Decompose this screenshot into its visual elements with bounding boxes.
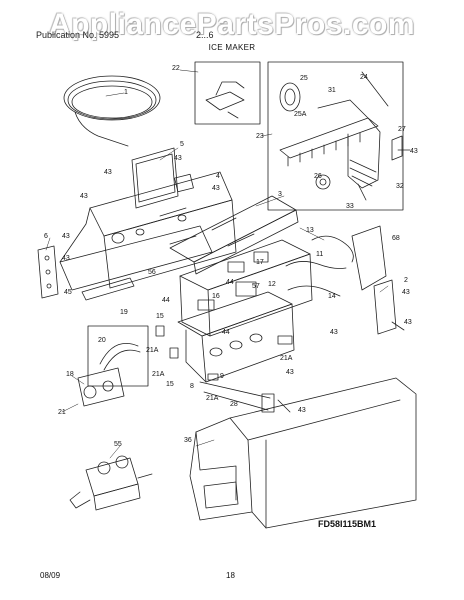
callout-label: 20: [98, 337, 106, 344]
callout-label: 21A: [152, 371, 165, 378]
leader-lines: [45, 69, 389, 459]
callout-label: 26: [314, 173, 322, 180]
auger-tray-assembly: [177, 291, 295, 383]
callout-label: 43: [410, 148, 418, 155]
callout-label: 13: [306, 227, 314, 234]
motor-detail-box: [87, 325, 149, 387]
callout-label: 43: [104, 169, 112, 176]
callout-label: 25A: [294, 111, 307, 118]
model-range: 2...6: [196, 30, 214, 40]
callout-label: 43: [402, 289, 410, 296]
ice-maker-assembly-box: [267, 61, 404, 211]
callout-label: 15: [156, 313, 164, 320]
ice-maker-housing: [179, 239, 313, 337]
callout-label: 33: [346, 203, 354, 210]
trim-strip: [81, 277, 135, 301]
upper-housing-frame: [59, 171, 237, 291]
callout-label: 43: [62, 233, 70, 240]
callout-label: 3: [278, 191, 282, 198]
callout-label: 21A: [280, 355, 293, 362]
publication-number: Publication No. 5995: [36, 30, 120, 40]
callout-label: 4: [216, 173, 220, 180]
diagram-title: ICE MAKER: [208, 43, 256, 52]
water-valve: [69, 455, 153, 511]
watermark-logo: AppliancePartsPros.com: [48, 8, 416, 41]
right-bracket: [373, 279, 397, 335]
callout-label: 32: [396, 183, 404, 190]
callout-label: 56: [148, 269, 156, 276]
callout-label: 12: [268, 281, 276, 288]
wire-harness-box: [194, 61, 261, 125]
callout-label: 6: [44, 233, 48, 240]
callout-label: 44: [162, 297, 170, 304]
rod-shaft: [199, 381, 275, 413]
callout-label: 9: [220, 373, 224, 380]
callout-label: 15: [166, 381, 174, 388]
page-number: 18: [226, 571, 235, 580]
callout-label: 16: [212, 293, 220, 300]
callout-label: 31: [328, 87, 336, 94]
callout-labels: 1 22 25 24 31 25A 23 27 43 26 32 33 5 43…: [44, 65, 418, 448]
callout-label: 11: [316, 251, 323, 258]
callout-label: 36: [184, 437, 192, 444]
ice-bucket: [189, 377, 417, 529]
callout-label: 43: [298, 407, 306, 414]
callout-label: 43: [174, 155, 182, 162]
callout-label: 43: [404, 319, 412, 326]
top-plate: [169, 195, 299, 275]
callout-label: 21A: [206, 395, 219, 402]
wire-harnesses: [285, 235, 354, 297]
callout-label: 43: [62, 255, 70, 262]
water-tube-coil: [63, 75, 161, 147]
side-bracket: [37, 245, 59, 299]
callout-label: 57: [252, 283, 260, 290]
side-cover: [351, 225, 387, 291]
callout-label: 5: [180, 141, 184, 148]
callout-label: 43: [80, 193, 88, 200]
callout-label: 14: [328, 293, 336, 300]
callout-label: 43: [212, 185, 220, 192]
callout-label: 43: [330, 329, 338, 336]
mounting-clip: [391, 135, 403, 161]
callout-label: 1: [124, 89, 128, 96]
callout-label: 55: [114, 441, 122, 448]
callout-label: 44: [222, 329, 230, 336]
callout-label: 28: [230, 401, 238, 408]
footer-date: 08/09: [40, 571, 61, 580]
cover-panel: [131, 147, 179, 209]
callout-label: 21A: [146, 347, 159, 354]
callout-label: 27: [398, 126, 406, 133]
callout-label: 25: [300, 75, 308, 82]
callout-label: 19: [120, 309, 128, 316]
callout-label: 68: [392, 235, 400, 242]
callout-label: 45: [64, 289, 72, 296]
callout-label: 22: [172, 65, 180, 72]
gear-motor: [77, 367, 125, 407]
callout-label: 43: [286, 369, 294, 376]
screws: [277, 149, 411, 413]
callout-label: 23: [256, 133, 264, 140]
callout-label: 21: [58, 409, 66, 416]
callout-label: 2: [404, 277, 408, 284]
callout-label: 8: [190, 383, 194, 390]
callout-label: 18: [66, 371, 74, 378]
small-clips: [155, 325, 293, 381]
model-code: FD58I115BM1: [318, 519, 377, 529]
callout-label: 24: [360, 74, 368, 81]
callout-label: 44: [226, 279, 234, 286]
callout-label: 17: [256, 259, 264, 266]
